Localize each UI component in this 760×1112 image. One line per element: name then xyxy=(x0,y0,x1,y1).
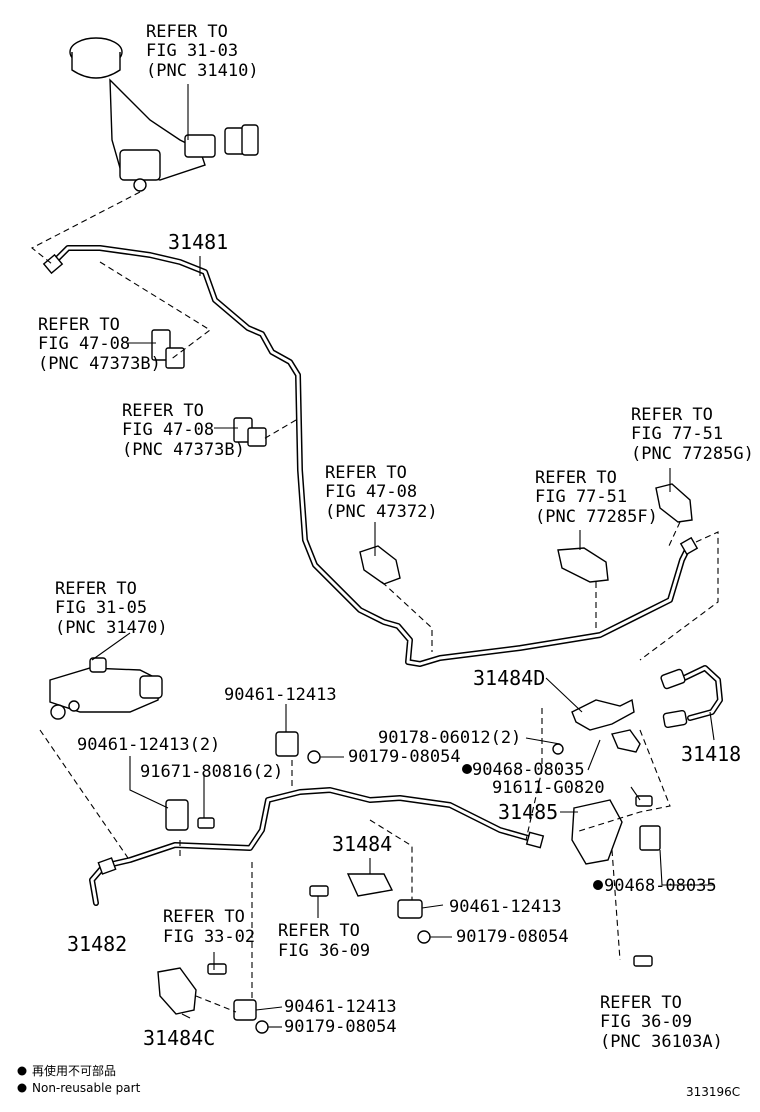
svg-text:FIG 47-08: FIG 47-08 xyxy=(122,420,214,440)
svg-text:(PNC 77285G): (PNC 77285G) xyxy=(631,444,754,464)
svg-text:REFER TO: REFER TO xyxy=(278,921,360,941)
svg-text:REFER TO: REFER TO xyxy=(122,401,204,421)
part-31482: 31482 xyxy=(67,932,127,956)
part-numbers: 31481 31484D 31418 31485 31484 31482 314… xyxy=(67,230,741,1050)
non-reusable-markers xyxy=(462,764,603,890)
hose-31418 xyxy=(660,665,723,729)
svg-text:(PNC 31470): (PNC 31470) xyxy=(55,618,168,638)
svg-text:(PNC 77285F): (PNC 77285F) xyxy=(535,507,658,527)
label-ref-77285G: REFER TO FIG 77-51 (PNC 77285G) xyxy=(631,405,754,464)
clamp-90461-12413-mid xyxy=(397,899,423,919)
label-ref-31410: REFER TO FIG 31-03 (PNC 31410) xyxy=(146,22,259,81)
clamp-90461-12413-bottom xyxy=(233,999,257,1021)
clip-47372 xyxy=(359,545,401,585)
svg-text:(PNC 47373B): (PNC 47373B) xyxy=(122,440,245,460)
pipe-31481 xyxy=(42,245,699,667)
legend: 再使用不可部品 Non-reusable part xyxy=(17,1063,141,1095)
svg-text:(PNC 36103A): (PNC 36103A) xyxy=(600,1032,723,1052)
svg-text:FIG 77-51: FIG 77-51 xyxy=(631,424,723,444)
part-31484D: 31484D xyxy=(473,666,545,690)
part-90179-08054-c: 90179-08054 xyxy=(284,1017,397,1037)
svg-text:REFER TO: REFER TO xyxy=(535,468,617,488)
part-90461-12413-a: 90461-12413 xyxy=(224,685,337,705)
svg-text:FIG 31-03: FIG 31-03 xyxy=(146,41,238,61)
part-31484C: 31484C xyxy=(143,1026,215,1050)
svg-text:REFER TO: REFER TO xyxy=(631,405,713,425)
part-90179-08054-b: 90179-08054 xyxy=(456,927,569,947)
svg-text:REFER TO: REFER TO xyxy=(163,907,245,927)
clip-47373B-1 xyxy=(151,329,185,369)
label-ref-47372: REFER TO FIG 47-08 (PNC 47372) xyxy=(325,463,438,522)
svg-text:Non-reusable part: Non-reusable part xyxy=(32,1081,141,1095)
bracket-31484C xyxy=(157,967,197,1015)
bracket-31485 xyxy=(571,799,661,865)
bracket-31484D xyxy=(571,698,641,753)
svg-text:(PNC 31410): (PNC 31410) xyxy=(146,61,259,81)
svg-text:FIG 77-51: FIG 77-51 xyxy=(535,487,627,507)
clamp-90461-12413-left xyxy=(165,799,189,831)
label-ref-31470: REFER TO FIG 31-05 (PNC 31470) xyxy=(55,579,168,638)
clip-77285G xyxy=(655,483,693,523)
pipe-31482 xyxy=(89,787,545,906)
svg-text:(PNC 47372): (PNC 47372) xyxy=(325,502,438,522)
part-31485: 31485 xyxy=(498,800,558,824)
dashed-guides xyxy=(30,191,719,1013)
svg-text:FIG 36-09: FIG 36-09 xyxy=(278,941,370,961)
part-91671-80816: 91671-80816(2) xyxy=(140,762,283,782)
label-ref-36103A: REFER TO FIG 36-09 (PNC 36103A) xyxy=(600,993,723,1052)
label-ref-33-02: REFER TO FIG 33-02 xyxy=(163,907,255,947)
label-ref-36-09: REFER TO FIG 36-09 xyxy=(278,921,370,961)
part-31484: 31484 xyxy=(332,832,392,856)
svg-text:(PNC 47373B): (PNC 47373B) xyxy=(38,354,161,374)
part-91611-G0820: 91611-G0820 xyxy=(492,778,605,798)
svg-text:REFER TO: REFER TO xyxy=(600,993,682,1013)
svg-text:FIG 47-08: FIG 47-08 xyxy=(325,482,417,502)
svg-text:FIG 33-02: FIG 33-02 xyxy=(163,927,255,947)
svg-text:REFER TO: REFER TO xyxy=(146,22,228,42)
svg-text:再使用不可部品: 再使用不可部品 xyxy=(32,1063,116,1078)
svg-text:FIG 36-09: FIG 36-09 xyxy=(600,1012,692,1032)
svg-text:FIG 47-08: FIG 47-08 xyxy=(38,334,130,354)
part-90178-06012: 90178-06012(2) xyxy=(378,728,521,748)
label-ref-47373B-2: REFER TO FIG 47-08 (PNC 47373B) xyxy=(122,401,245,460)
nut-symbols xyxy=(255,743,564,1034)
svg-text:FIG 31-05: FIG 31-05 xyxy=(55,598,147,618)
svg-text:REFER TO: REFER TO xyxy=(325,463,407,483)
clip-47373B-2 xyxy=(233,417,267,447)
part-90461-12413-c: 90461-12413 xyxy=(284,997,397,1017)
part-90468-08035-a: 90468-08035 xyxy=(472,760,585,780)
svg-text:REFER TO: REFER TO xyxy=(55,579,137,599)
figure-id: 313196C xyxy=(686,1085,740,1099)
part-31418: 31418 xyxy=(681,742,741,766)
bolt-symbols xyxy=(197,795,653,975)
part-31481: 31481 xyxy=(168,230,228,254)
bracket-31484 xyxy=(346,873,394,897)
part-90468-08035-b: 90468-08035 xyxy=(604,876,717,896)
clutch-release-cylinder xyxy=(49,657,163,720)
part-90179-08054-a: 90179-08054 xyxy=(348,747,461,767)
part-90461-12413-b: 90461-12413 xyxy=(449,897,562,917)
part-90461-12413-2: 90461-12413(2) xyxy=(77,735,220,755)
label-ref-77285F: REFER TO FIG 77-51 (PNC 77285F) xyxy=(535,468,658,527)
leader-lines xyxy=(91,84,715,1028)
clamp-90461-12413-top xyxy=(275,731,299,757)
clutch-master-cylinder xyxy=(69,37,259,192)
clip-77285F xyxy=(557,547,609,583)
svg-text:REFER TO: REFER TO xyxy=(38,315,120,335)
label-ref-47373B-1: REFER TO FIG 47-08 (PNC 47373B) xyxy=(38,315,161,374)
